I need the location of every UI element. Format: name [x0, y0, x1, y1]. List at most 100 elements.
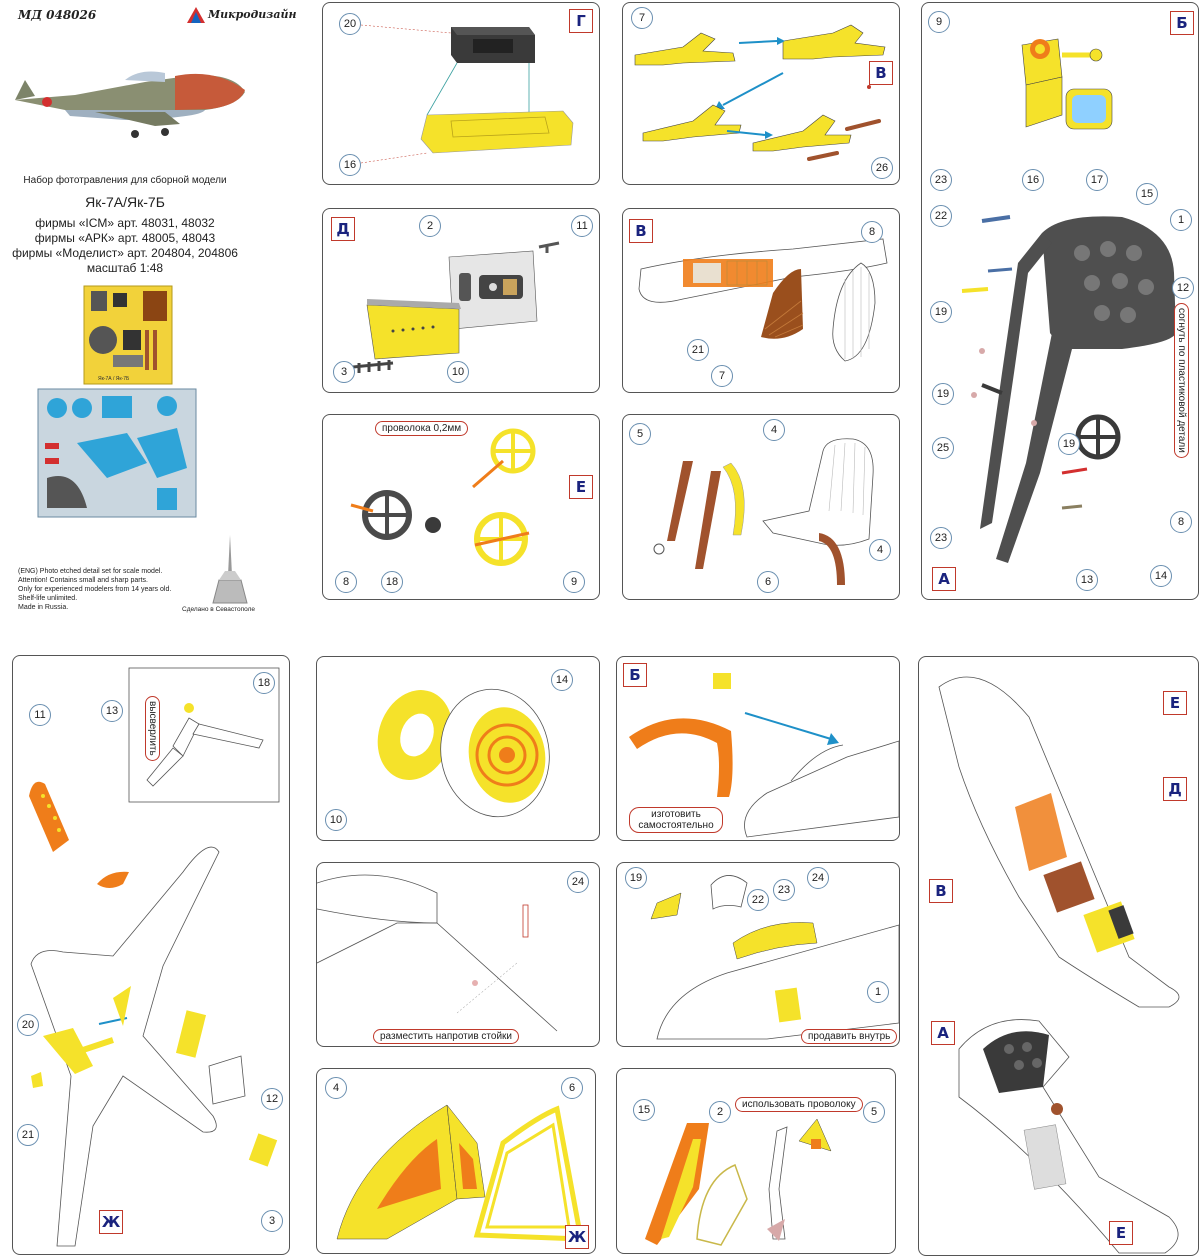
panel-zh-left-letter: Ж — [99, 1210, 123, 1234]
panel-e-letter: Е — [569, 475, 593, 499]
use-wire-note: использовать проволоку — [735, 1097, 863, 1112]
panel-d-drawing — [352, 241, 560, 373]
part-label: 8 — [861, 221, 883, 243]
part-label: 2 — [709, 1101, 731, 1123]
panel-zh-left: высверлить Ж 11 13 18 20 21 12 3 — [12, 655, 290, 1255]
panel-wheel-drawing — [377, 688, 550, 818]
panel-right-fuselage: Е Д В А Е — [918, 656, 1199, 1256]
panel-b-mid: Б изготовить самостоятельно — [616, 656, 900, 841]
part-label: 2 — [419, 215, 441, 237]
part-label: 26 — [871, 157, 893, 179]
part-label: 4 — [325, 1077, 347, 1099]
part-label: 10 — [447, 361, 469, 383]
part-label: 14 — [1150, 565, 1172, 587]
drill-note: высверлить — [145, 696, 160, 761]
panel-b-mid-letter: Б — [623, 663, 647, 687]
panel-a-letter: А — [932, 567, 956, 591]
part-label: 7 — [631, 7, 653, 29]
part-label: 11 — [571, 215, 593, 237]
part-label: 16 — [1022, 169, 1044, 191]
part-label: 21 — [687, 339, 709, 361]
fret-label: Як-7А / Як-7Б — [98, 376, 130, 382]
part-label: 19 — [930, 301, 952, 323]
right-letter-d: Д — [1163, 777, 1187, 801]
aircraft-illustration — [15, 71, 245, 138]
part-label: 23 — [930, 527, 952, 549]
part-label: 20 — [17, 1014, 39, 1036]
part-label: 1 — [1170, 209, 1192, 231]
part-label: 8 — [1170, 511, 1192, 533]
right-letter-e-bottom: Е — [1109, 1221, 1133, 1245]
kit-line-modelist: фирмы «Моделист» арт. 204804, 204806 — [12, 246, 238, 260]
eng-line-1: (ENG) Photo etched detail set for scale … — [18, 568, 163, 575]
made-in: Сделано в Севастополе — [182, 606, 256, 613]
panel-b-letter: Б — [1170, 11, 1194, 35]
part-label: 4 — [869, 539, 891, 561]
place-note: разместить напротив стойки — [373, 1029, 520, 1044]
panel-wheel: 14 10 — [316, 656, 600, 841]
right-letter-a: А — [931, 1021, 955, 1045]
panel-right-fuselage-drawing — [938, 676, 1180, 1254]
part-label: 7 — [711, 365, 733, 387]
panel-a-b-drawing — [961, 38, 1176, 563]
part-label: 10 — [325, 809, 347, 831]
part-label: 19 — [932, 383, 954, 405]
brand-name: Микродизайн — [208, 8, 297, 21]
brand-logo — [186, 6, 206, 29]
panel-v-top-letter: В — [869, 61, 893, 85]
part-label: 1 — [867, 981, 889, 1003]
fret-brass-sheet — [83, 285, 173, 385]
part-label: 13 — [1076, 569, 1098, 591]
part-label: 15 — [633, 1099, 655, 1121]
panel-seat: 5 4 6 4 — [622, 414, 900, 600]
model-name: Як-7А/Як-7Б — [85, 194, 165, 210]
panel-v-top: В 7 26 — [622, 2, 900, 185]
part-label: 20 — [339, 13, 361, 35]
panel-a-b: Б А согнуть по пластиковой детали 9 23 1… — [921, 2, 1199, 600]
kit-line-icm: фирмы «ICM» арт. 48031, 48032 — [35, 216, 215, 230]
panel-d: Д 2 11 3 10 — [322, 208, 600, 393]
panel-zh-left-drawing — [29, 667, 280, 1247]
part-label: 9 — [563, 571, 585, 593]
press-in-note: продавить внутрь — [801, 1029, 898, 1044]
wire-note: проволока 0,2мм — [375, 421, 469, 436]
panel-b-mid-drawing — [629, 673, 899, 838]
eng-line-3: Only for experienced modelers from 14 ye… — [18, 586, 172, 593]
kit-line-ark: фирмы «АРК» арт. 48005, 48043 — [34, 231, 216, 245]
part-label: 18 — [381, 571, 403, 593]
panel-v-mid: В 8 21 7 — [622, 208, 900, 393]
eng-line-5: Made in Russia. — [18, 604, 69, 611]
part-label: 13 — [101, 700, 123, 722]
part-label: 6 — [757, 571, 779, 593]
set-title: Набор фототравления для сборной модели — [23, 175, 227, 186]
part-label: 6 — [561, 1077, 583, 1099]
part-label: 3 — [333, 361, 355, 383]
part-label: 19 — [1058, 433, 1080, 455]
part-label: 25 — [932, 437, 954, 459]
panel-v-mid-letter: В — [629, 219, 653, 243]
right-letter-v: В — [929, 879, 953, 903]
panel-g-letter: Г — [569, 9, 593, 33]
part-label: 22 — [747, 889, 769, 911]
panel-e-drawing — [350, 428, 536, 566]
part-label: 5 — [629, 423, 651, 445]
part-label: 23 — [930, 169, 952, 191]
panel-e: проволока 0,2мм Е 8 18 9 — [322, 414, 600, 600]
eng-line-2: Attention! Contains small and sharp part… — [18, 577, 148, 584]
part-label: 12 — [261, 1088, 283, 1110]
panel-g-drawing — [360, 24, 574, 164]
part-label: 21 — [17, 1124, 39, 1146]
panel-canopy: 19 22 23 24 1 продавить внутрь — [616, 862, 900, 1047]
panel-zh-bottom: 4 6 Ж — [316, 1068, 596, 1254]
make-yourself-note: изготовить самостоятельно — [629, 807, 723, 833]
panel-v-mid-drawing — [638, 238, 888, 362]
part-label: 16 — [339, 154, 361, 176]
part-label: 15 — [1136, 183, 1158, 205]
part-label: 24 — [567, 871, 589, 893]
panel-bottom-right: использовать проволоку 15 2 5 — [616, 1068, 896, 1254]
part-label: 4 — [763, 419, 785, 441]
part-label: 18 — [253, 672, 275, 694]
monument-icon — [212, 535, 248, 604]
article-number: МД 048026 — [18, 8, 97, 22]
panel-bottom-right-drawing — [645, 1118, 832, 1246]
